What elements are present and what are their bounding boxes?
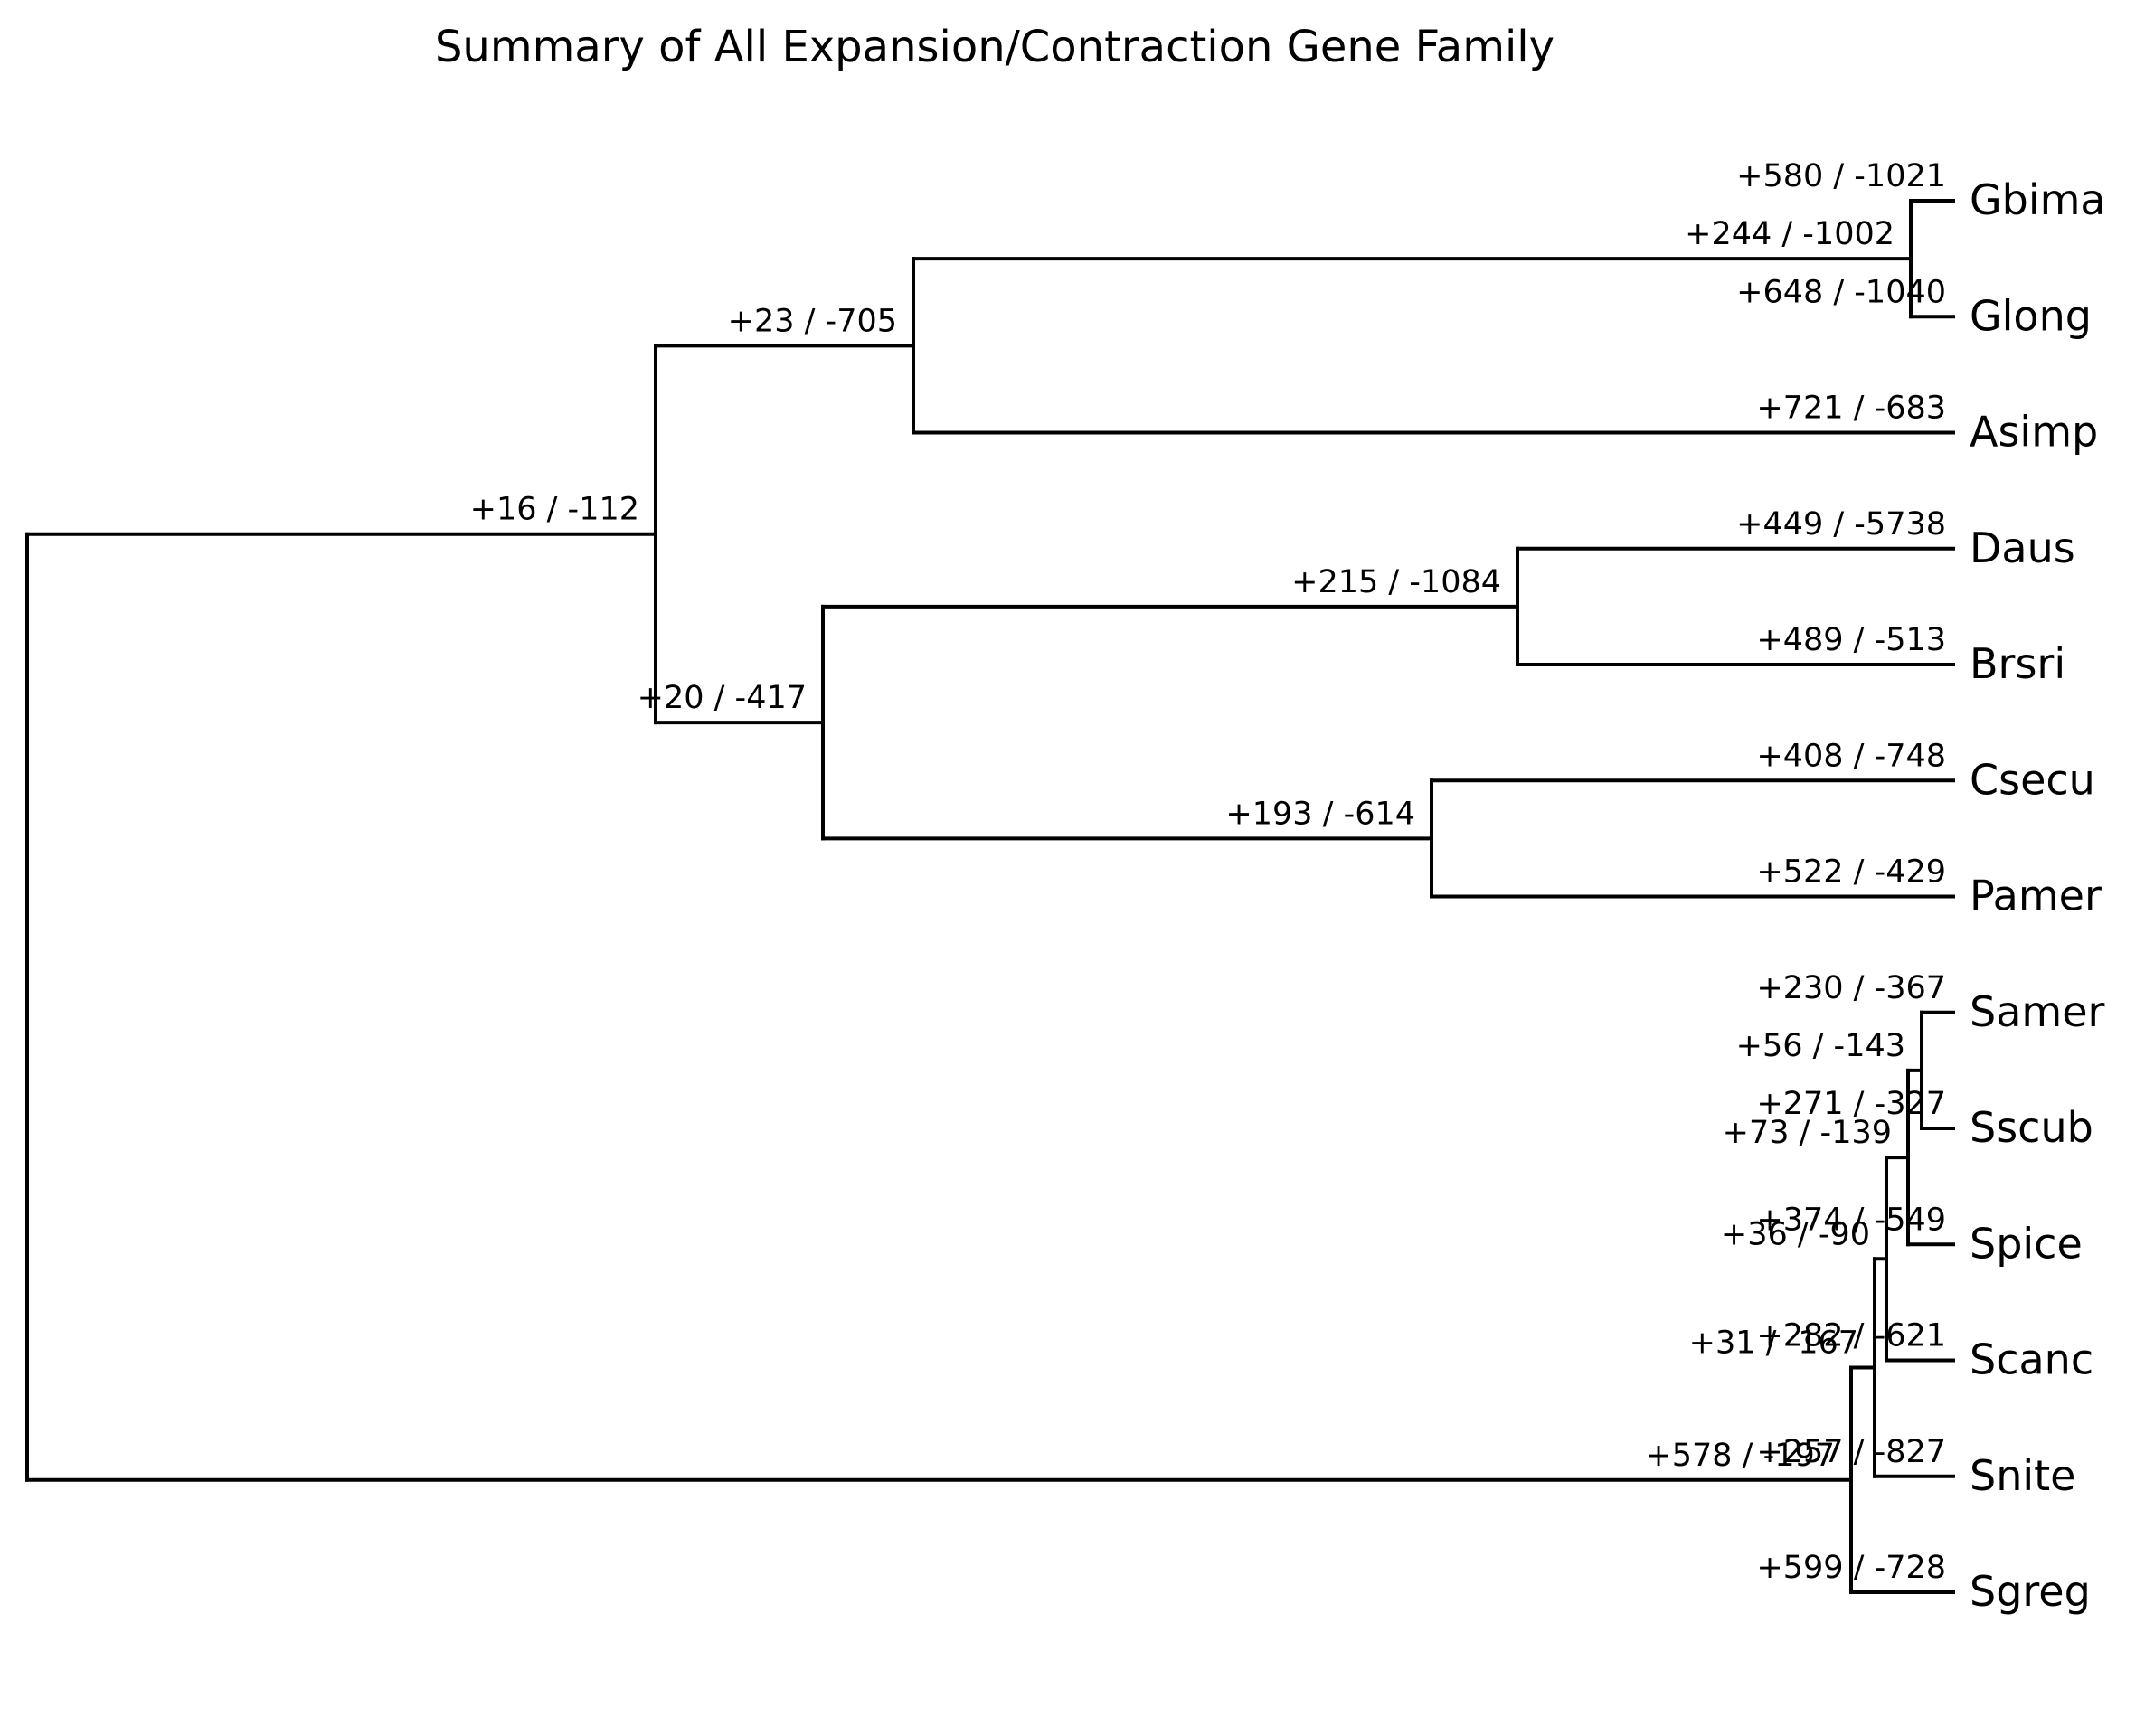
species-label-asimp: Asimp [1970, 408, 2098, 457]
branch-value-label-tip-glong: +648 / -1040 [1736, 274, 1946, 310]
branch-value-label-clade-gbima-glong: +244 / -1002 [1685, 216, 1895, 252]
figure-title: Summary of All Expansion/Contraction Gen… [434, 22, 1555, 72]
species-label-sscub: Sscub [1970, 1103, 2093, 1152]
branch-value-label-clade-upper: +16 / -112 [470, 492, 639, 528]
branch-value-label-clade-samer-snite: +31 / -167 [1689, 1326, 1858, 1362]
branch-value-label-clade-lower: +578 / -197 [1645, 1438, 1835, 1474]
species-label-snite: Snite [1970, 1451, 2075, 1500]
branch-value-label-clade-samer-scanc: +36 / -90 [1721, 1216, 1870, 1252]
branch-value-label-tip-daus: +449 / -5738 [1736, 506, 1946, 542]
species-label-glong: Glong [1970, 291, 2092, 340]
branch-value-label-tip-brsri: +489 / -513 [1756, 622, 1946, 658]
branch-value-label-tip-pamer: +522 / -429 [1756, 854, 1946, 891]
branch-value-label-tip-asimp: +721 / -683 [1756, 391, 1946, 427]
branch-value-label-clade-samer-sscub: +56 / -143 [1736, 1028, 1905, 1064]
branch-value-label-clade-daus-pamer: +20 / -417 [638, 680, 807, 716]
species-label-csecu: Csecu [1970, 755, 2095, 804]
branch-value-label-clade-daus-brsri: +215 / -1084 [1291, 564, 1501, 600]
branch-value-label-tip-sscub: +271 / -327 [1756, 1086, 1946, 1122]
branch-value-label-tip-scanc: +282 / -621 [1756, 1318, 1946, 1354]
branch-value-label-clade-csecu-pamer: +193 / -614 [1225, 796, 1415, 832]
species-label-gbima: Gbima [1970, 175, 2106, 224]
species-label-spice: Spice [1970, 1219, 2083, 1268]
branch-value-label-clade-gbima-glong-asimp: +23 / -705 [728, 303, 897, 339]
branch-value-label-tip-gbima: +580 / -1021 [1736, 158, 1946, 194]
branch-value-label-tip-sgreg: +599 / -728 [1756, 1550, 1946, 1586]
branch-value-label-tip-snite: +257 / -827 [1756, 1434, 1946, 1470]
branch-value-label-clade-samer-spice: +73 / -139 [1723, 1115, 1892, 1151]
branch-value-label-tip-csecu: +408 / -748 [1756, 738, 1946, 774]
species-label-samer: Samer [1970, 987, 2104, 1036]
branch-value-label-tip-spice: +374 / -549 [1756, 1202, 1946, 1238]
species-label-daus: Daus [1970, 524, 2075, 572]
species-label-pamer: Pamer [1970, 872, 2102, 920]
species-label-brsri: Brsri [1970, 639, 2065, 688]
species-label-sgreg: Sgreg [1970, 1567, 2091, 1616]
branch-value-label-tip-samer: +230 / -367 [1756, 970, 1946, 1006]
species-label-scanc: Scanc [1970, 1335, 2093, 1384]
